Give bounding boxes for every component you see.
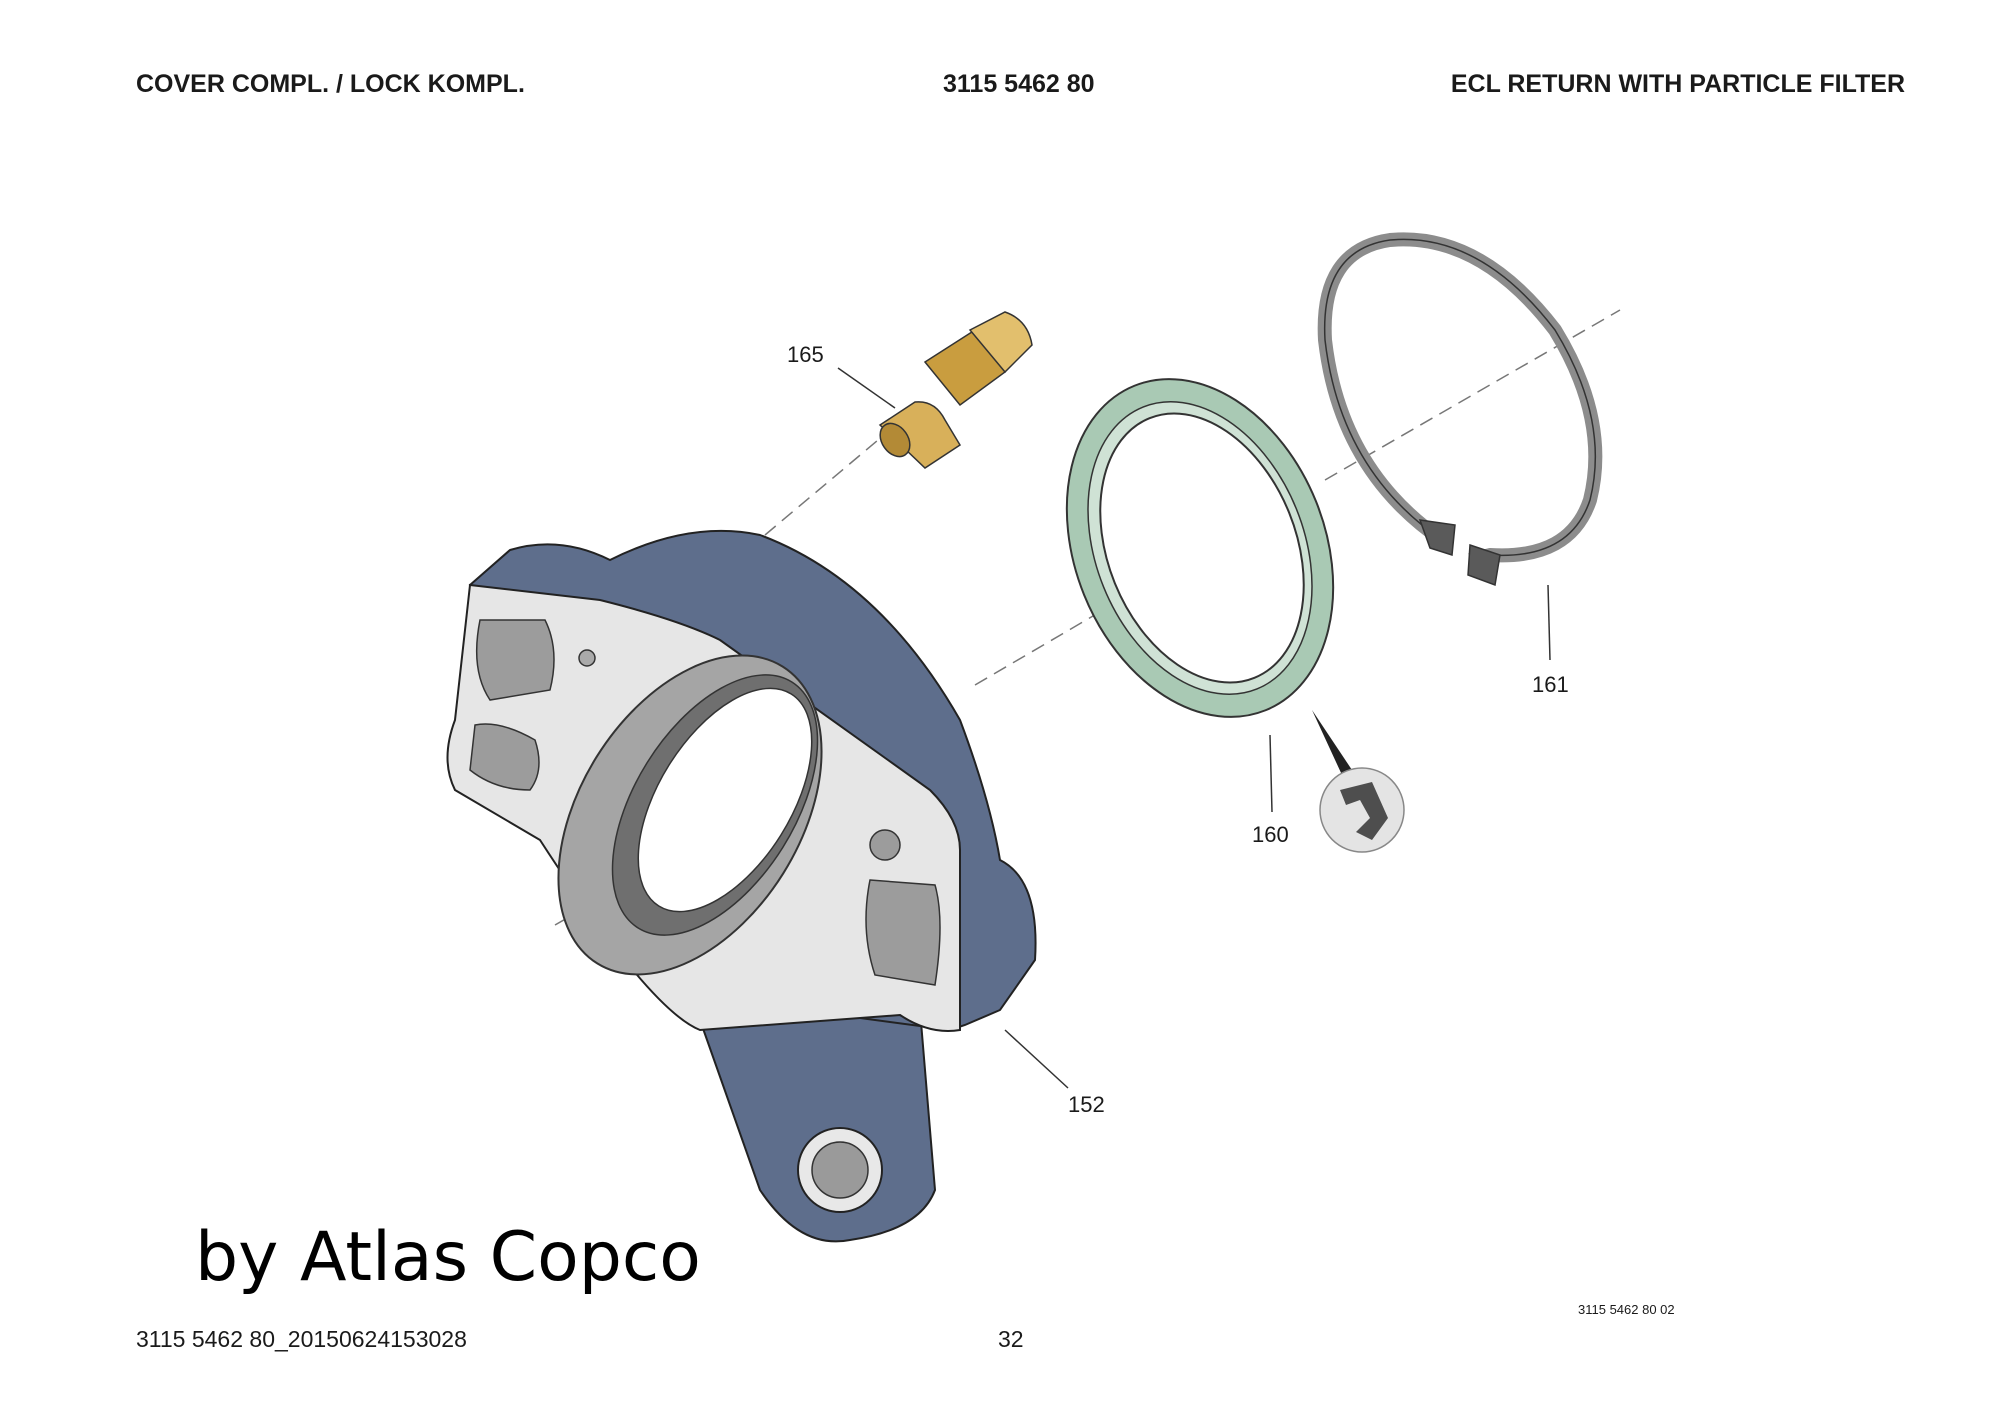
file-identifier: 3115 5462 80_20150624153028 [136,1326,467,1352]
part-number: 3115 5462 80 [943,70,1095,98]
seal-section-detail [1312,710,1405,853]
page-number: 32 [998,1326,1024,1352]
callout-161: 161 [1532,672,1569,697]
cover-housing-part [446,529,1037,1243]
callout-165: 165 [787,342,824,367]
retaining-ring-part [1317,232,1603,587]
callout-160: 160 [1252,822,1289,847]
callout-152: 152 [1068,1092,1105,1117]
leader-lines [837,367,1551,1089]
document-title: COVER COMPL. / LOCK KOMPL. [136,70,525,98]
section-title: ECL RETURN WITH PARTICLE FILTER [1450,70,1905,98]
nipple-fitting-part [878,311,1033,469]
seal-ring-part [1065,378,1335,718]
drawing-reference: 3115 5462 80 02 [1578,1302,1675,1317]
watermark: by Atlas Copco [195,1218,701,1297]
